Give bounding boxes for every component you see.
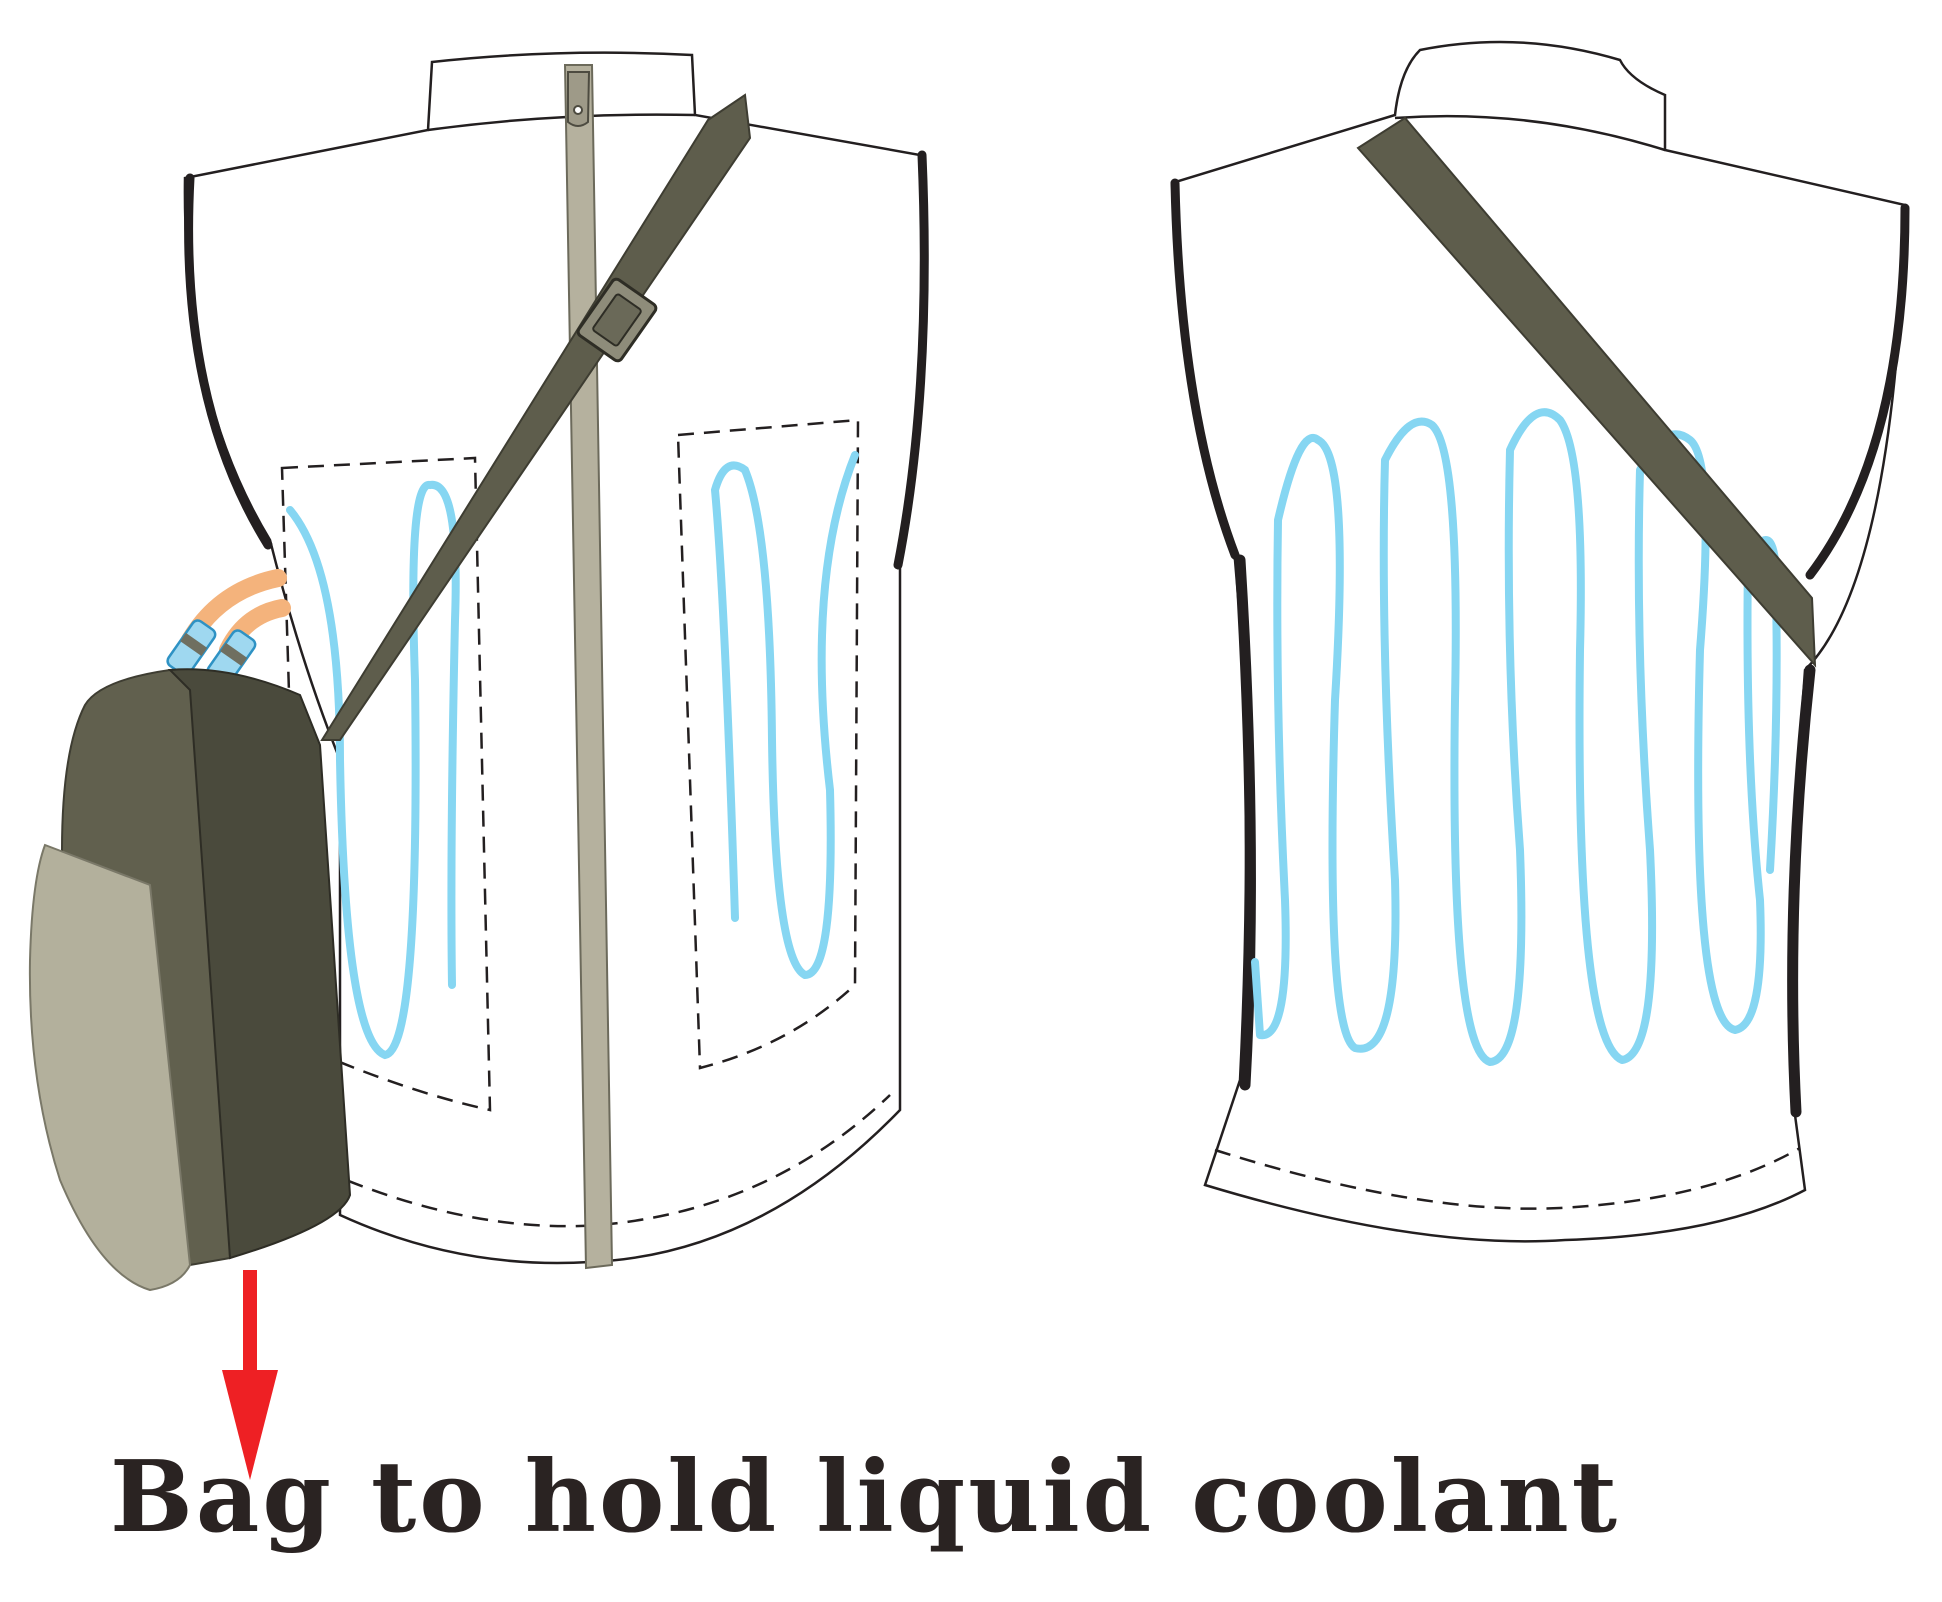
coolant-tube-front-left [286, 480, 460, 1060]
arrow-down-icon [222, 1270, 278, 1480]
zipper-pull-hole [573, 105, 583, 115]
vest-back-armhole-right [1805, 203, 1910, 580]
arrow-shaft [243, 1270, 257, 1374]
strap-buckle-icon [576, 277, 658, 363]
vest-front-armhole-left [184, 173, 273, 550]
vest-back-side-left [1234, 554, 1256, 1091]
coolant-bag-icon [28, 569, 352, 1292]
bag-body [167, 668, 352, 1260]
vest-front-collar [427, 113, 696, 132]
vest-front-hem-stitch [299, 1094, 891, 1228]
vest-back-armhole-left [1170, 178, 1240, 560]
vest-back-icon [1170, 40, 1910, 1243]
vest-front-strap [320, 93, 752, 741]
coolant-tube-front-right [710, 451, 859, 980]
arrow-head [222, 1370, 278, 1480]
vest-front-armhole-right [893, 150, 929, 570]
vest-back-strap [1356, 116, 1817, 668]
vest-back-side-right [1787, 664, 1816, 1118]
zipper-pull-icon [567, 71, 591, 127]
vest-back-hem-stitch [1214, 1146, 1801, 1210]
vest-front-icon [183, 51, 929, 1270]
bag-front-panel [28, 843, 192, 1292]
caption-label: Bag to hold liquid coolant [110, 1440, 1620, 1555]
coolant-tube-back [1251, 408, 1781, 1066]
vest-back-collar [1394, 114, 1666, 152]
